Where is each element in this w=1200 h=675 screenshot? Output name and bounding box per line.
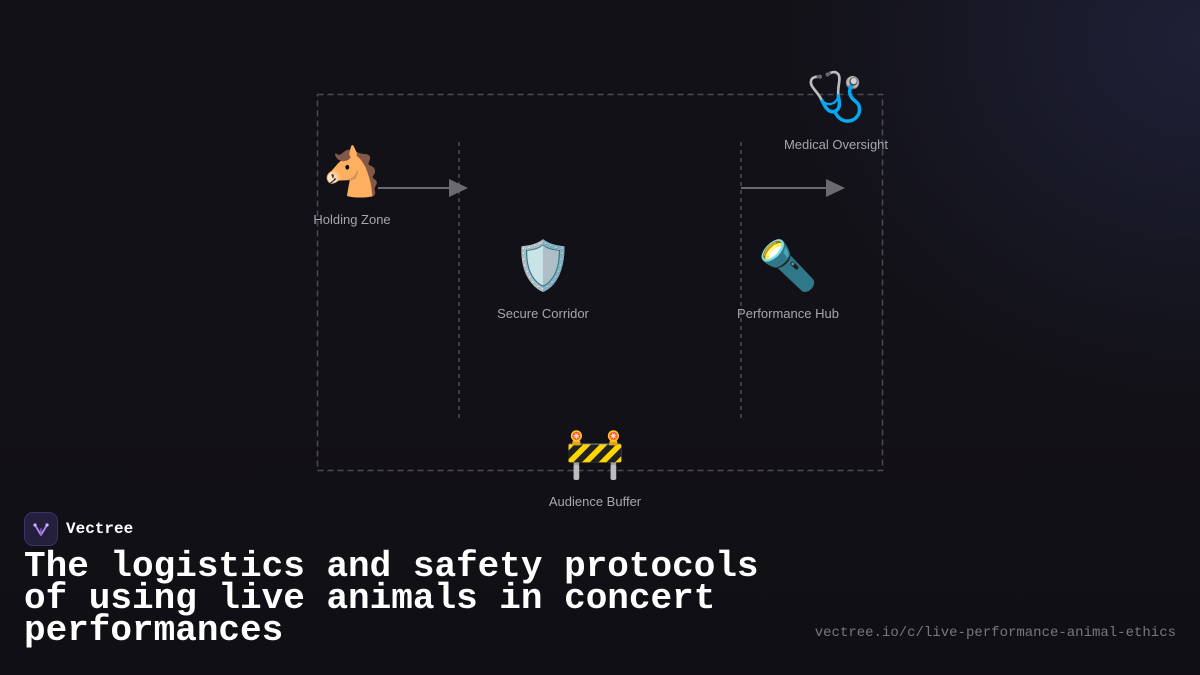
node-holding-zone: 🐴 Holding Zone	[313, 144, 390, 227]
horse-icon: 🐴	[322, 144, 382, 200]
node-label: Audience Buffer	[548, 494, 642, 509]
flow-arrow-holding-to-corridor	[378, 179, 468, 197]
flashlight-icon: 🔦	[758, 238, 818, 294]
barrier-icon: 🚧	[565, 426, 625, 482]
source-url: vectree.io/c/live-performance-animal-eth…	[814, 625, 1176, 641]
node-secure-corridor: 🛡️ Secure Corridor	[497, 238, 589, 321]
node-label: Secure Corridor	[497, 306, 589, 321]
node-performance-hub: 🔦 Performance Hub	[737, 238, 839, 321]
brand: Vectree	[24, 512, 133, 546]
node-label: Medical Oversight	[783, 137, 889, 152]
brand-name: Vectree	[66, 520, 134, 538]
page-title: The logistics and safety protocols of us…	[24, 546, 759, 651]
shield-icon: 🛡️	[513, 238, 573, 294]
flow-arrow-hub-to-medical	[741, 179, 845, 197]
boundary-frame	[316, 93, 884, 472]
stethoscope-icon: 🩺	[806, 69, 866, 125]
node-medical-oversight: 🩺 Medical Oversight	[784, 69, 888, 152]
node-label: Holding Zone	[313, 212, 391, 227]
node-label: Performance Hub	[737, 306, 839, 321]
vectree-logo-icon	[24, 512, 58, 546]
node-audience-buffer: 🚧 Audience Buffer	[549, 426, 641, 509]
